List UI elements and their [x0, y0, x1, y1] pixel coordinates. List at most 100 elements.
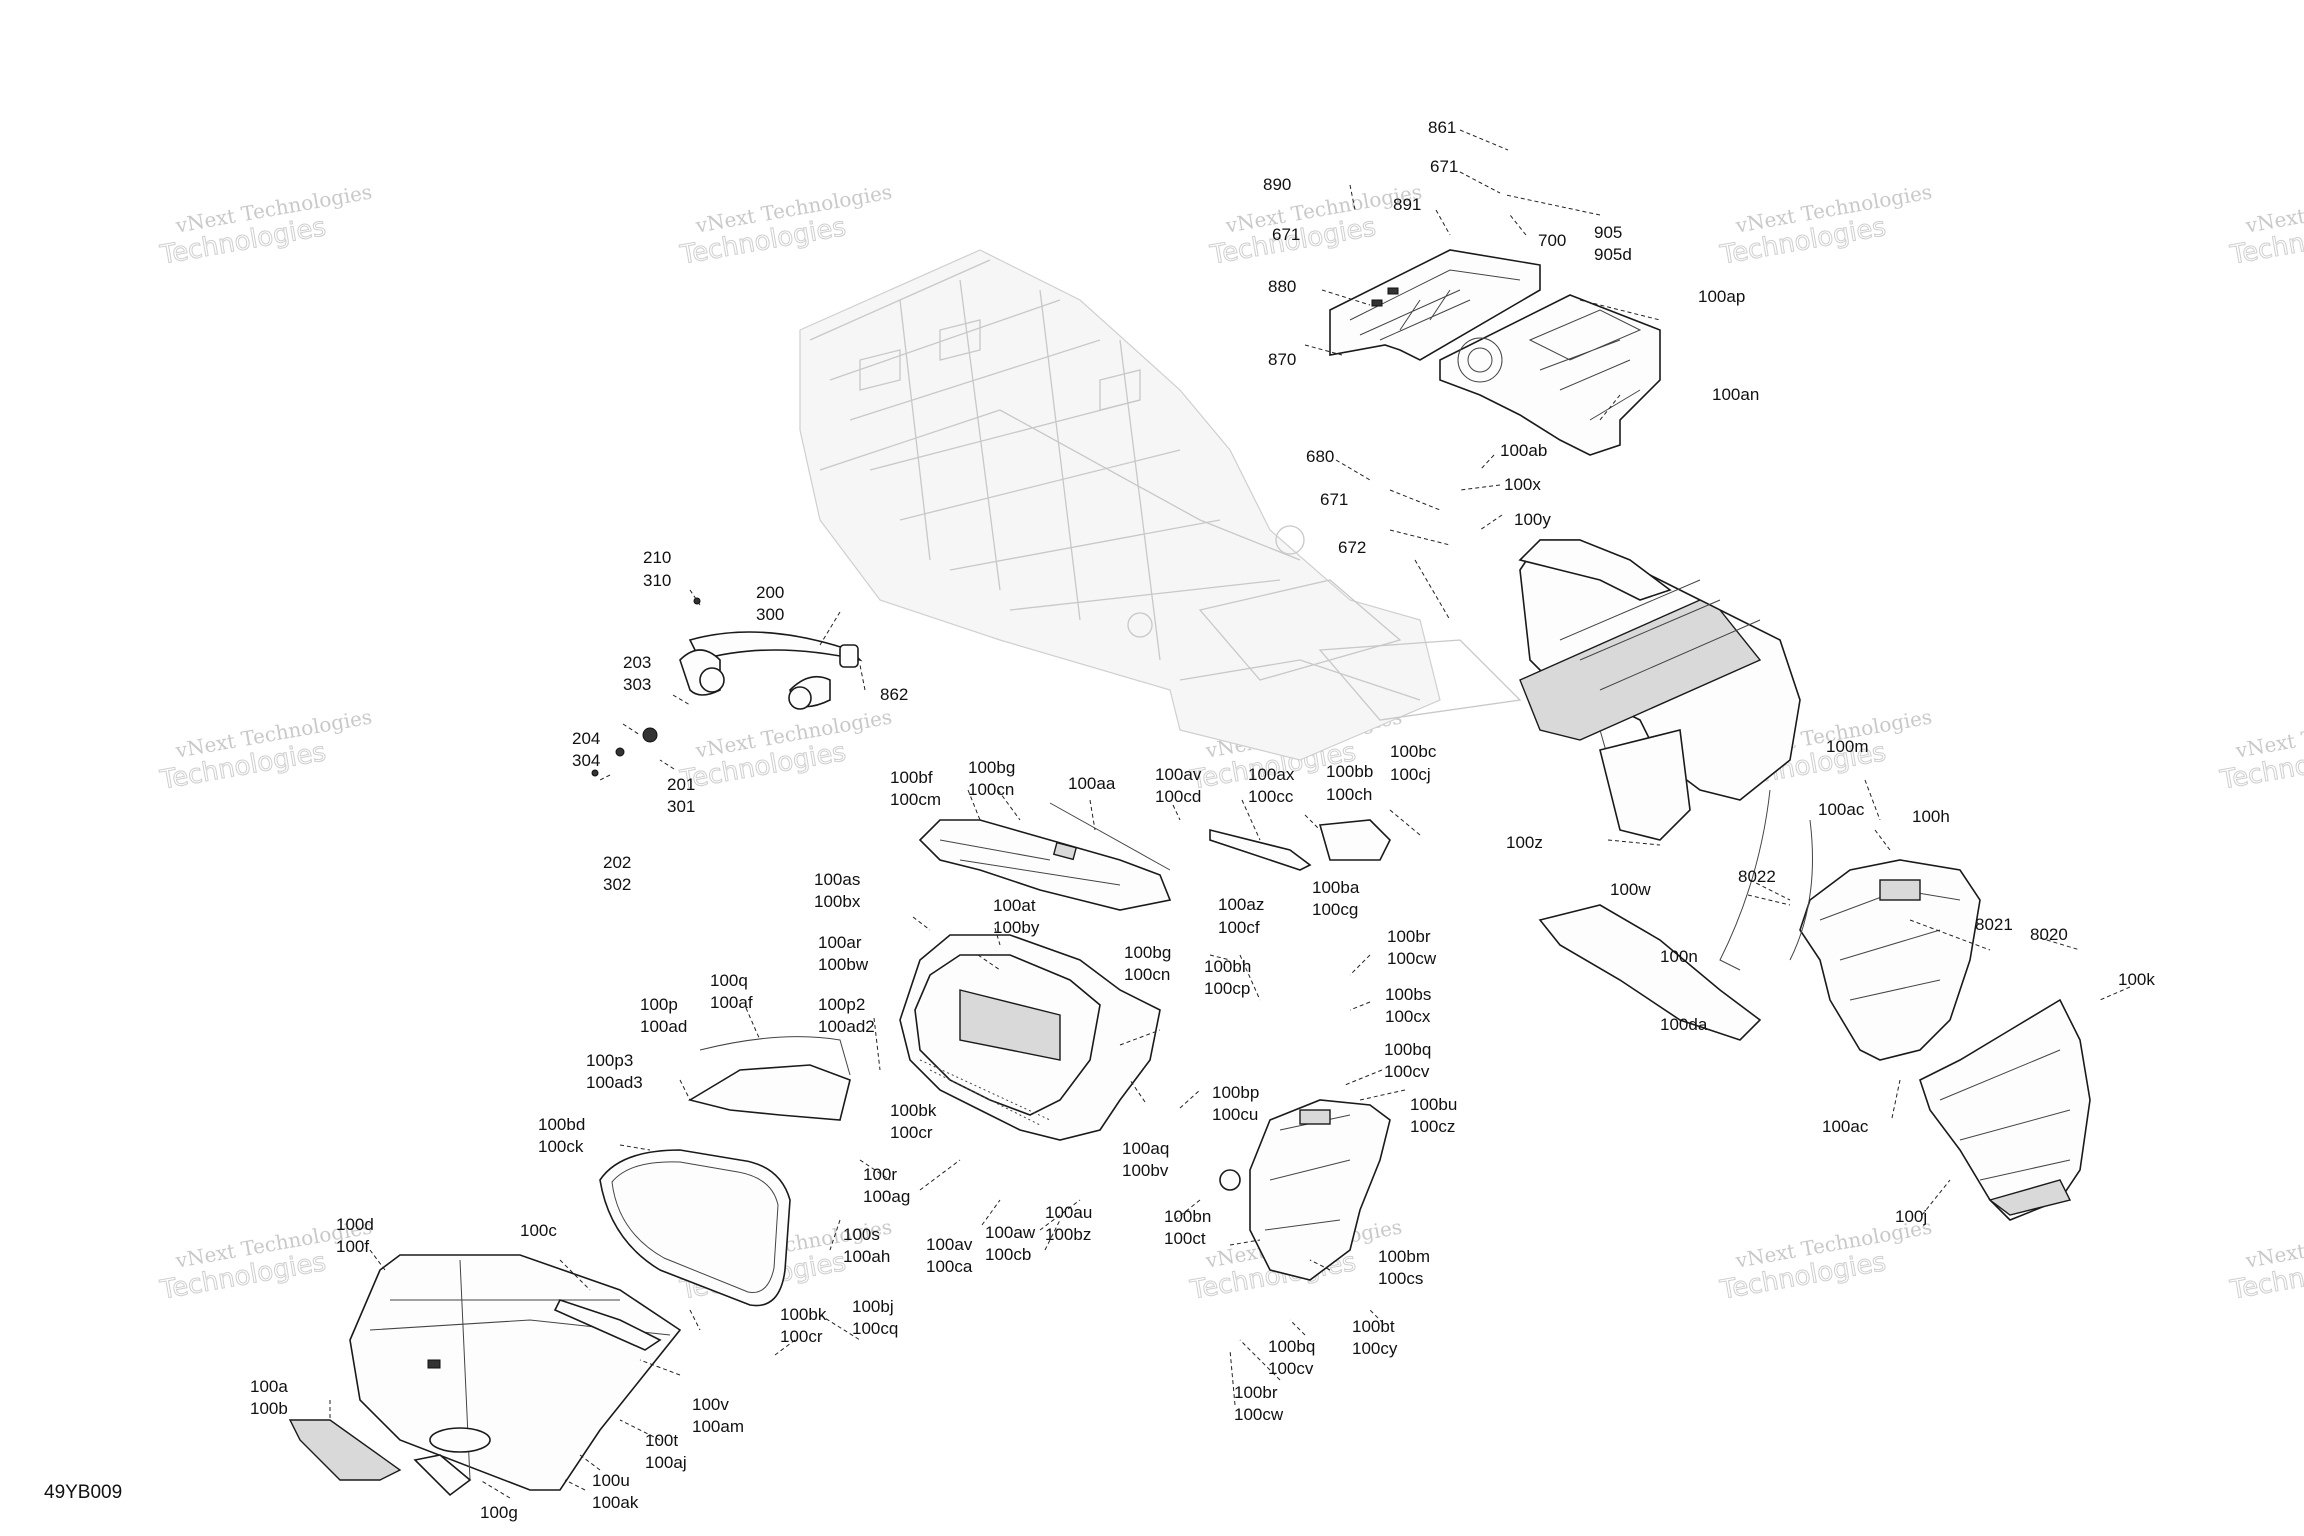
pad-100g: [413, 1454, 472, 1497]
part-label-l680: 680: [1306, 447, 1334, 466]
part-label-l100cx: 100cx: [1385, 1007, 1431, 1026]
part-label-l210: 210: [643, 548, 671, 567]
part-label-l100x: 100x: [1504, 475, 1541, 494]
part-label-l100by: 100by: [993, 918, 1040, 937]
pad-100a: [288, 1419, 402, 1481]
part-label-l100bm: 100bm: [1378, 1247, 1430, 1266]
part-label-l100t: 100t: [645, 1431, 678, 1450]
part-label-l100af: 100af: [710, 993, 753, 1012]
part-label-l880: 880: [1268, 277, 1296, 296]
part-label-l100br: 100br: [1387, 927, 1431, 946]
part-label-l700: 700: [1538, 231, 1566, 250]
part-label-l100aw: 100aw: [985, 1223, 1036, 1242]
part-label-l100p2: 100p2: [818, 995, 865, 1014]
part-label-l905d: 905d: [1594, 245, 1632, 264]
part-label-l100cr2: 100cr: [780, 1327, 823, 1346]
part-label-l201: 201: [667, 775, 695, 794]
part-label-l310: 310: [643, 571, 671, 590]
part-label-l100aq: 100aq: [1122, 1139, 1169, 1158]
bracket-870: [1329, 249, 1541, 361]
diagram-code: 49YB009: [44, 1482, 122, 1503]
part-label-l100f: 100f: [336, 1237, 369, 1256]
side-cover-100ac: [1799, 859, 1981, 1061]
part-label-l100v: 100v: [692, 1395, 729, 1414]
part-label-l8021: 8021: [1975, 915, 2013, 934]
part-label-l100y: 100y: [1514, 510, 1551, 529]
part-label-l301: 301: [667, 797, 695, 816]
part-label-l100cm: 100cm: [890, 790, 941, 809]
part-label-l100am: 100am: [692, 1417, 744, 1436]
part-label-l100bf: 100bf: [890, 768, 933, 787]
part-label-l8022: 8022: [1738, 867, 1776, 886]
part-label-l100b: 100b: [250, 1399, 288, 1418]
part-label-l8020: 8020: [2030, 925, 2068, 944]
upper-trim-100bf: [918, 802, 1172, 911]
part-label-l100cu: 100cu: [1212, 1105, 1258, 1124]
part-label-l100cb: 100cb: [985, 1245, 1031, 1264]
part-label-l100ad: 100ad: [640, 1017, 687, 1036]
mat-100da: [1538, 904, 1762, 1041]
part-label-l100av2: 100av: [926, 1235, 973, 1254]
part-label-l100cg: 100cg: [1312, 900, 1358, 919]
part-label-l100cs: 100cs: [1378, 1269, 1423, 1288]
part-label-l100c: 100c: [520, 1221, 557, 1240]
part-label-l100ad2: 100ad2: [818, 1017, 875, 1036]
part-label-l905: 905: [1594, 223, 1622, 242]
part-label-l100cq: 100cq: [852, 1319, 898, 1338]
part-label-l100ax: 100ax: [1248, 765, 1295, 784]
part-label-l100bw: 100bw: [818, 955, 869, 974]
part-label-l100az: 100az: [1218, 895, 1264, 914]
part-label-l100as: 100as: [814, 870, 860, 889]
part-label-l100bq: 100bq: [1384, 1040, 1431, 1059]
part-label-l100ad3: 100ad3: [586, 1073, 643, 1092]
vehicle-frame-ghost: [799, 249, 1522, 761]
part-label-l100m: 100m: [1826, 737, 1869, 756]
part-label-l100q: 100q: [710, 971, 748, 990]
part-label-l100aj: 100aj: [645, 1453, 687, 1472]
part-label-l100a: 100a: [250, 1377, 288, 1396]
part-label-l891: 891: [1393, 195, 1421, 214]
rear-rack-100w: [1518, 539, 1801, 841]
part-label-l100ak: 100ak: [592, 1493, 639, 1512]
leader-lines: [329, 129, 2131, 1499]
part-label-l100ba: 100ba: [1312, 878, 1360, 897]
part-label-l100cv2: 100cv: [1268, 1359, 1314, 1378]
part-label-l100bq2: 100bq: [1268, 1337, 1315, 1356]
part-label-l100bv: 100bv: [1122, 1161, 1169, 1180]
part-label-l100bc: 100bc: [1390, 742, 1437, 761]
part-label-l100br2: 100br: [1234, 1383, 1278, 1402]
rail-100ax: [1209, 819, 1391, 871]
part-label-l100bp: 100bp: [1212, 1083, 1259, 1102]
part-label-l100bu: 100bu: [1410, 1095, 1457, 1114]
part-label-l870: 870: [1268, 350, 1296, 369]
part-label-l100ar: 100ar: [818, 933, 862, 952]
part-label-l671b: 671: [1272, 225, 1300, 244]
part-label-l100g: 100g: [480, 1503, 518, 1522]
part-label-l100s: 100s: [843, 1225, 880, 1244]
part-label-l100ac2: 100ac: [1822, 1117, 1869, 1136]
part-label-l100cf: 100cf: [1218, 918, 1260, 937]
part-label-l100u: 100u: [592, 1471, 630, 1490]
part-label-l100ca: 100ca: [926, 1257, 973, 1276]
side-panel-100bm: [1219, 1099, 1391, 1281]
part-label-l100h: 100h: [1912, 807, 1950, 826]
part-label-l303: 303: [623, 675, 651, 694]
part-label-l100an: 100an: [1712, 385, 1759, 404]
part-label-l204: 204: [572, 729, 600, 748]
part-label-l100ab: 100ab: [1500, 441, 1547, 460]
part-label-l100bn: 100bn: [1164, 1207, 1211, 1226]
part-label-l672: 672: [1338, 538, 1366, 557]
cable-100n: [1719, 789, 1813, 971]
part-label-l671a: 671: [1430, 157, 1458, 176]
trunk-body-100aq: [899, 934, 1161, 1141]
part-label-l100ap: 100ap: [1698, 287, 1745, 306]
part-label-l100d: 100d: [336, 1215, 374, 1234]
